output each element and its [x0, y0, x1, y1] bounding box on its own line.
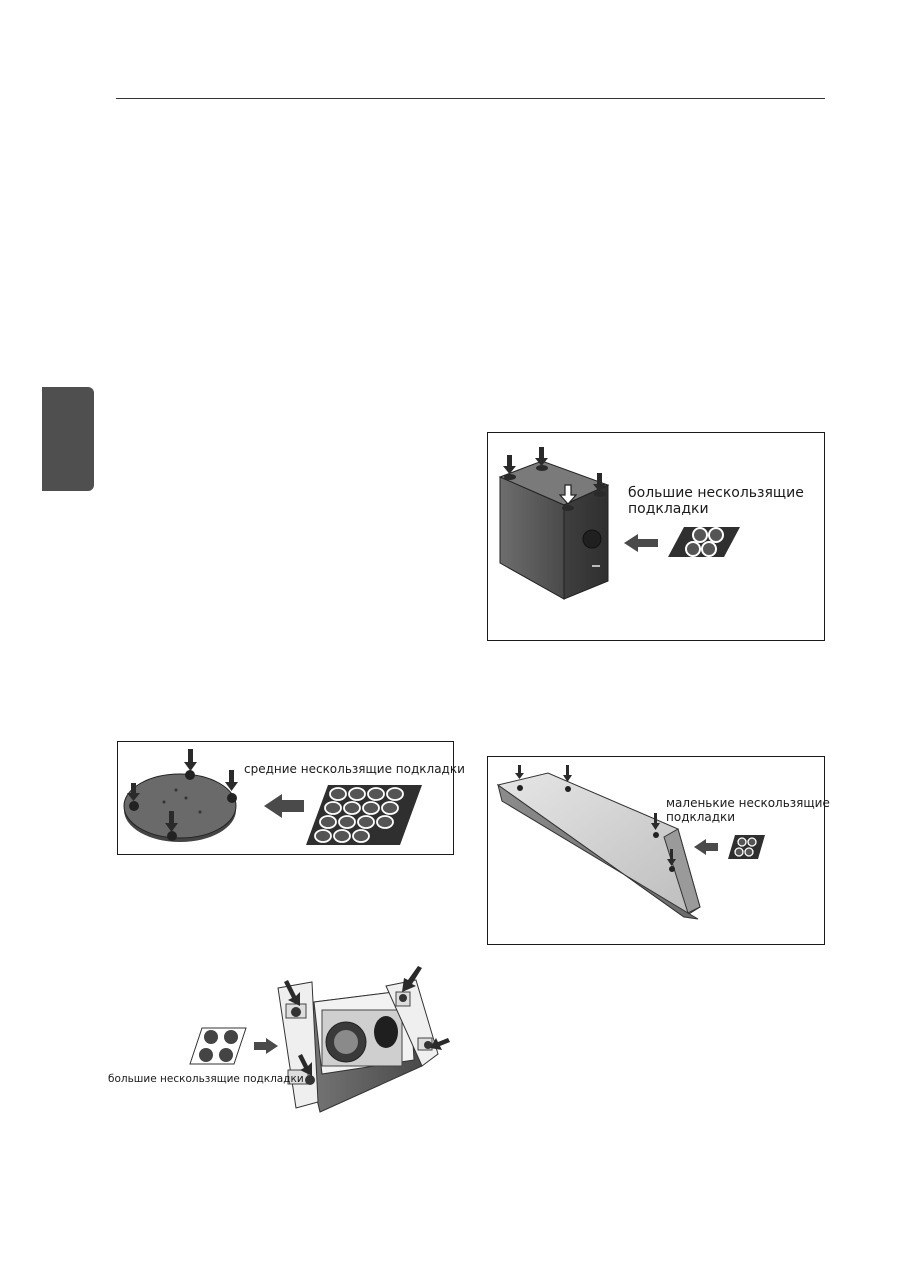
- medium-pad: [343, 801, 361, 815]
- large-pads-sheet-icon: [189, 1027, 247, 1065]
- down-left-arrow-icon: [402, 966, 422, 992]
- round-stand-illustration: [123, 749, 422, 845]
- chapter-tab: [42, 387, 94, 491]
- medium-pad: [362, 801, 380, 815]
- medium-pad: [319, 815, 337, 829]
- subwoofer-illustration: [498, 447, 740, 600]
- figure-cabinet: большие нескользящие подкладки: [100, 962, 460, 1122]
- cabinet-illustration: [189, 966, 450, 1113]
- soundbar-illustration: [496, 765, 765, 920]
- down-arrow-icon: [503, 455, 516, 474]
- down-arrow-icon: [558, 484, 578, 505]
- medium-pad: [381, 801, 399, 815]
- left-arrow-icon: [264, 794, 304, 818]
- small-pads-sheet-icon: [728, 835, 765, 859]
- medium-pad: [338, 815, 356, 829]
- cabinet-pads-label: большие нескользящие подкладки: [108, 1073, 304, 1085]
- figure-subwoofer: большие нескользящие подкладки: [487, 432, 825, 641]
- medium-pad: [329, 787, 347, 801]
- header-rule: [116, 98, 825, 99]
- down-arrow-icon: [563, 765, 572, 782]
- large-pads-sheet-icon: [668, 527, 740, 557]
- down-right-arrow-icon: [284, 980, 300, 1006]
- down-arrow-icon: [165, 811, 178, 832]
- down-right-arrow-icon: [298, 1054, 312, 1076]
- down-arrow-icon: [651, 813, 660, 830]
- medium-pad: [376, 815, 394, 829]
- left-arrow-icon: [624, 534, 658, 552]
- left-arrow-icon: [430, 1038, 450, 1050]
- left-arrow-icon: [694, 839, 718, 855]
- down-arrow-icon: [225, 770, 238, 791]
- medium-pad: [357, 815, 375, 829]
- right-arrow-icon: [254, 1038, 278, 1054]
- down-arrow-icon: [593, 473, 606, 492]
- medium-pad: [367, 787, 385, 801]
- down-arrow-icon: [515, 765, 524, 779]
- down-arrow-icon: [535, 447, 548, 466]
- medium-pad: [348, 787, 366, 801]
- medium-pad: [324, 801, 342, 815]
- medium-pad: [386, 787, 404, 801]
- medium-pad: [333, 829, 351, 843]
- soundbar-pads-label: маленькие нескользящие подкладки: [666, 796, 830, 824]
- down-arrow-icon: [667, 849, 676, 866]
- medium-pad: [352, 829, 370, 843]
- subwoofer-pads-label: большие нескользящие подкладки: [628, 485, 804, 518]
- figure-round-stand: средние нескользящие подкладки: [117, 741, 465, 855]
- medium-pad: [314, 829, 332, 843]
- down-arrow-icon: [184, 749, 197, 771]
- down-arrow-icon: [127, 783, 140, 801]
- figure-soundbar: маленькие нескользящие подкладки: [487, 756, 830, 945]
- stand-pads-label: средние нескользящие подкладки: [244, 762, 465, 776]
